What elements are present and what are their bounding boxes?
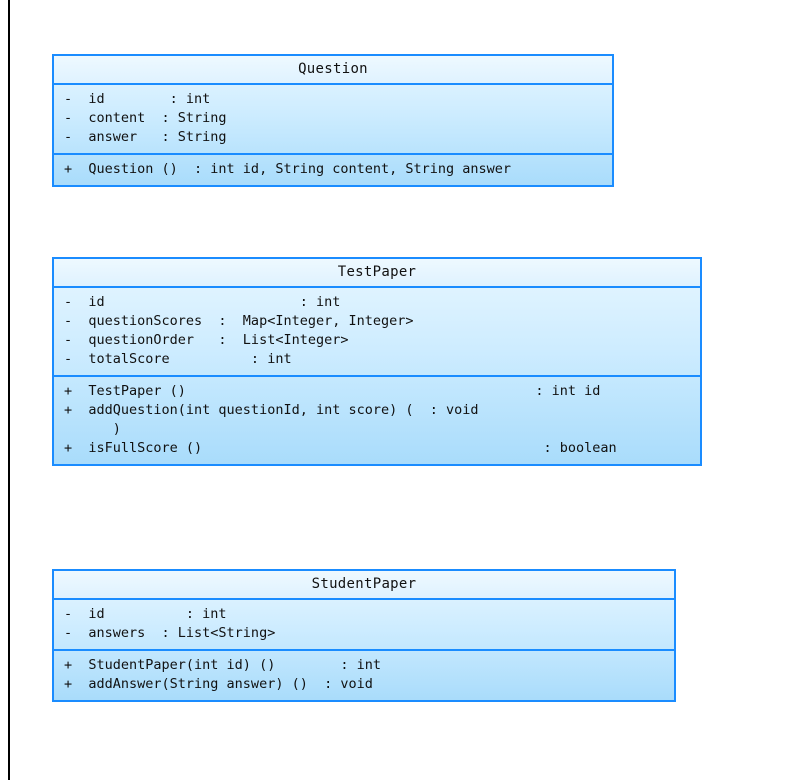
attribute-row: - questionScores : Map<Integer, Integer> [64, 313, 414, 329]
operation-row: + TestPaper () : int id [64, 383, 601, 399]
operation-row: + Question () : int id, String content, … [64, 161, 512, 177]
operation-row: + StudentPaper(int id) () : int [64, 657, 381, 673]
class-name-studentpaper: StudentPaper [54, 571, 674, 600]
attribute-row: - id : int [64, 294, 341, 310]
operation-row: + addQuestion(int questionId, int score)… [64, 402, 479, 418]
attribute-row: - questionOrder : List<Integer> [64, 332, 349, 348]
operation-row: + addAnswer(String answer) () : void [64, 676, 373, 692]
class-name-testpaper: TestPaper [54, 259, 700, 288]
attributes-compartment-testpaper: - id : int - questionScores : Map<Intege… [54, 288, 700, 377]
uml-class-studentpaper[interactable]: StudentPaper - id : int - answers : List… [52, 569, 676, 702]
attributes-compartment-question: - id : int - content : String - answer :… [54, 85, 612, 155]
operations-compartment-question: + Question () : int id, String content, … [54, 155, 612, 185]
attribute-row: - content : String [64, 110, 227, 126]
operation-row-continuation: ) [64, 421, 121, 437]
attributes-compartment-studentpaper: - id : int - answers : List<String> [54, 600, 674, 651]
operation-row: + isFullScore () : boolean [64, 440, 617, 456]
uml-class-question[interactable]: Question - id : int - content : String -… [52, 54, 614, 187]
attribute-row: - answers : List<String> [64, 625, 276, 641]
class-name-question: Question [54, 56, 612, 85]
attribute-row: - id : int [64, 606, 227, 622]
attribute-row: - id : int [64, 91, 211, 107]
attribute-row: - totalScore : int [64, 351, 292, 367]
attribute-row: - answer : String [64, 129, 227, 145]
page-left-rule [8, 0, 10, 780]
operations-compartment-studentpaper: + StudentPaper(int id) () : int + addAns… [54, 651, 674, 700]
operations-compartment-testpaper: + TestPaper () : int id + addQuestion(in… [54, 377, 700, 464]
uml-class-testpaper[interactable]: TestPaper - id : int - questionScores : … [52, 257, 702, 466]
